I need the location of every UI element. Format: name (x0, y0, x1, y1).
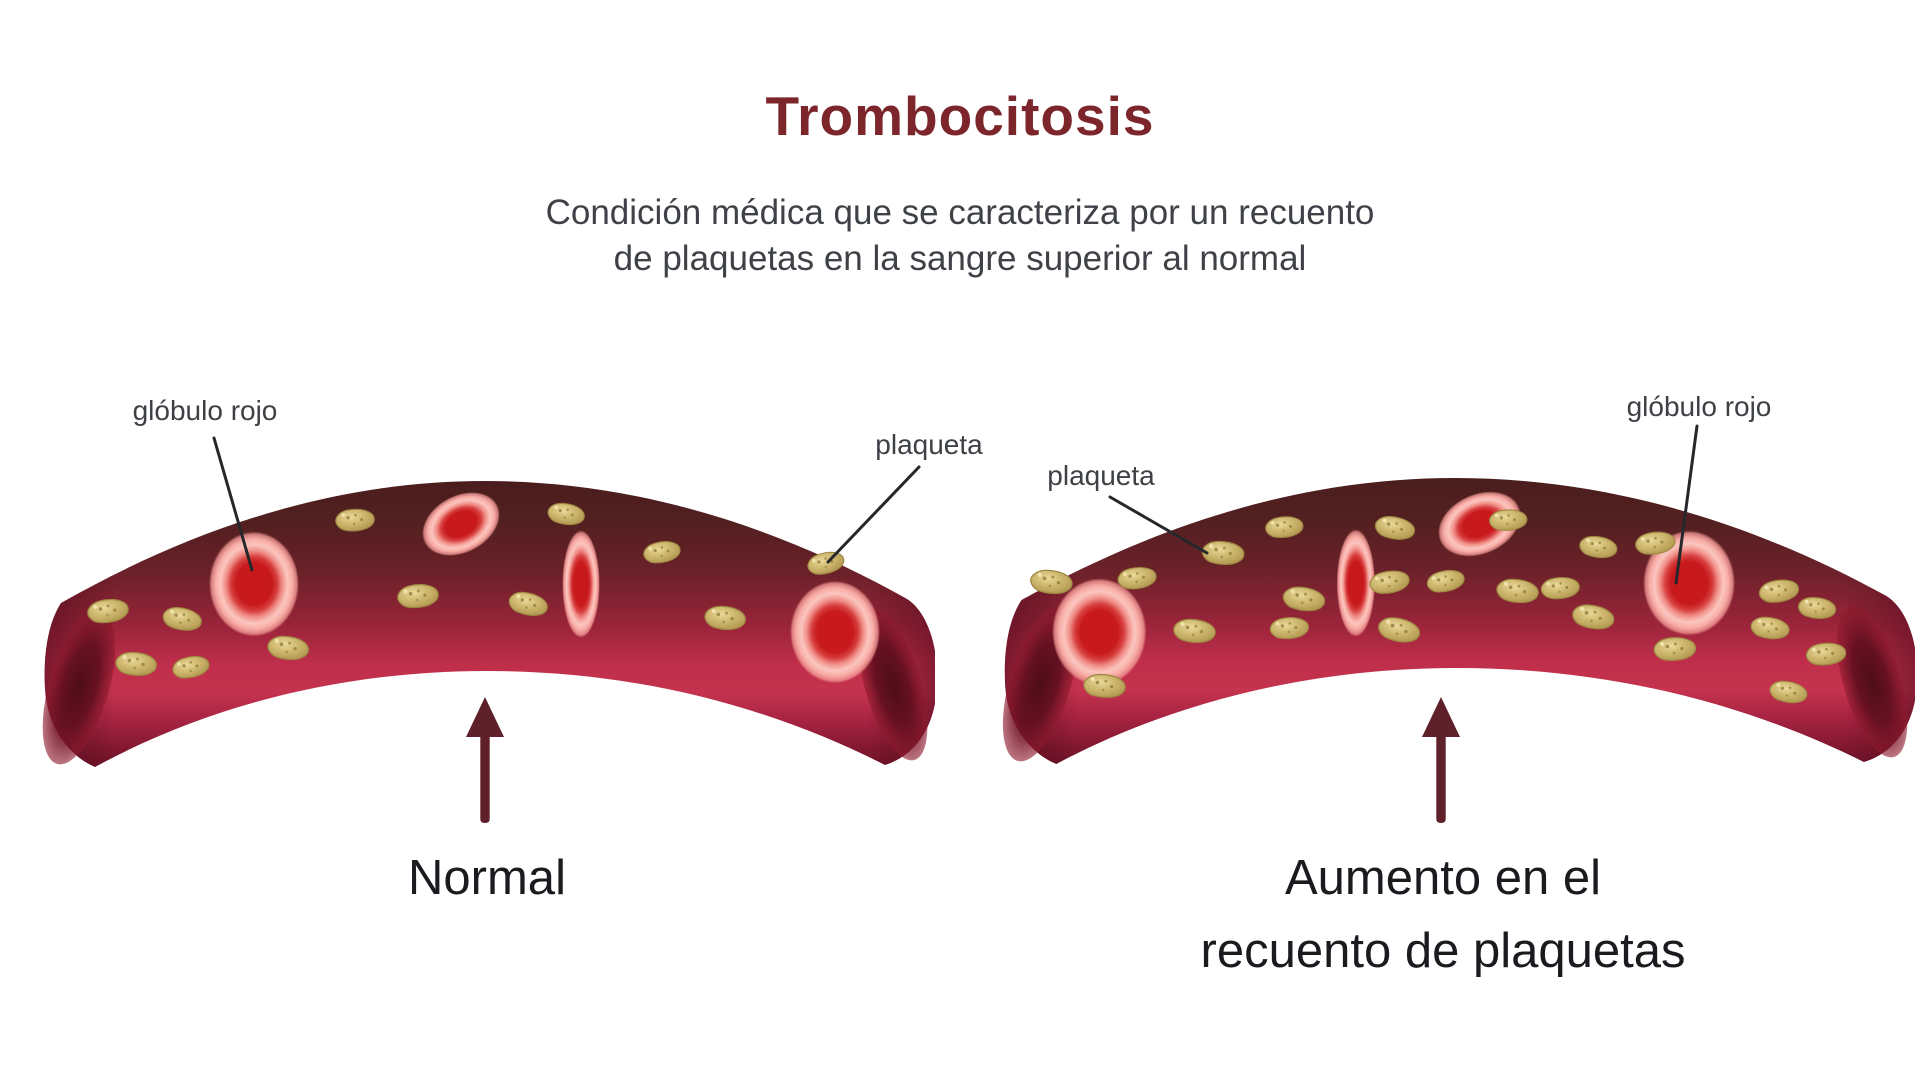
page-title: Trombocitosis (765, 85, 1155, 147)
red-blood-cell (209, 531, 299, 637)
label-platelet-left: plaqueta (875, 429, 983, 460)
leader-line (826, 465, 921, 564)
subtitle-line-1: Condición médica que se caracteriza por … (545, 193, 1375, 232)
label-platelet-right: plaqueta (1047, 460, 1155, 491)
red-blood-cell (422, 492, 500, 556)
red-blood-cell (1051, 578, 1147, 686)
label-red-blood-cell-left: glóbulo rojo (132, 395, 278, 426)
up-arrow-icon (466, 697, 504, 823)
label-red-blood-cell-right: glóbulo rojo (1626, 391, 1772, 422)
red-blood-cell (1643, 530, 1736, 636)
up-arrow-icon (1422, 697, 1460, 823)
caption-normal: Normal (408, 842, 566, 915)
blood-vessel-normal-figure (42, 481, 935, 767)
vessel-opening-right (1836, 606, 1908, 758)
leader-line (1674, 424, 1699, 585)
caption-increased-line-1: Aumento en el (1285, 851, 1601, 905)
leader-line (212, 436, 254, 572)
subtitle-line-2: de plaquetas en la sangre superior al no… (613, 239, 1307, 278)
leader-line (1108, 495, 1209, 555)
red-blood-cell (1438, 491, 1521, 557)
red-blood-cell (562, 530, 600, 638)
caption-normal-line: Normal (408, 851, 566, 905)
page-subtitle: Condición médica que se caracteriza por … (546, 190, 1375, 282)
vessel-opening-left (42, 609, 116, 765)
caption-increased-line-2: recuento de plaquetas (1200, 924, 1686, 978)
red-blood-cell (1336, 529, 1376, 637)
blood-vessel-increased-platelets-figure (1002, 478, 1915, 764)
caption-increased-platelets: Aumento en el recuento de plaquetas (1201, 842, 1686, 988)
red-blood-cell (790, 580, 880, 684)
